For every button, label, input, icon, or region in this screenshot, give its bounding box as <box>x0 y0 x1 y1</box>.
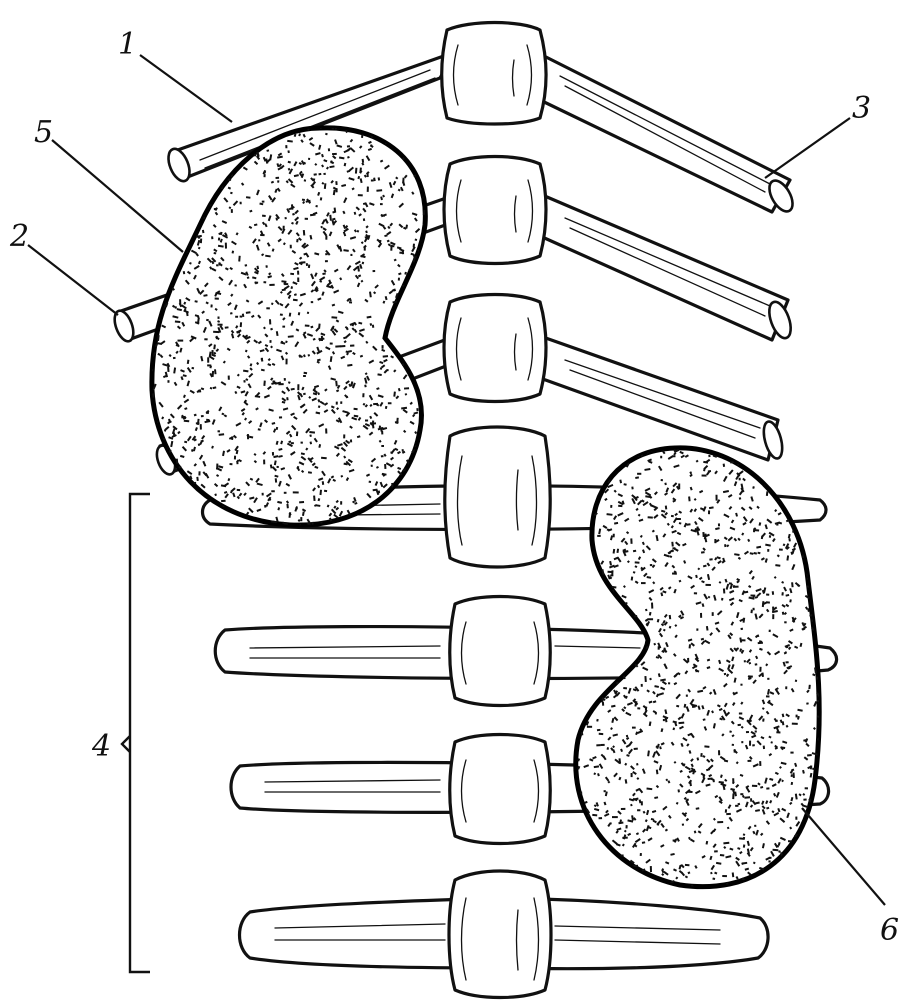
vertebra-7 <box>449 871 551 998</box>
callout-5: 5 <box>34 115 183 252</box>
vertebra-1 <box>442 23 546 125</box>
vertebra-6 <box>450 735 551 844</box>
vertebra-3 <box>444 295 546 402</box>
callout-3: 3 <box>765 91 871 178</box>
label-5: 5 <box>34 115 53 150</box>
rib-right-upper <box>540 54 797 215</box>
label-2: 2 <box>9 219 29 254</box>
vertebra-4 <box>445 427 551 567</box>
label-4: 4 <box>91 729 111 764</box>
label-6: 6 <box>880 913 899 948</box>
kidney-left <box>145 123 431 535</box>
vertebra-2 <box>444 157 546 264</box>
label-1: 1 <box>118 27 137 62</box>
callout-4: 4 <box>91 494 150 972</box>
rib-right-lower <box>540 336 786 460</box>
label-3: 3 <box>852 91 871 126</box>
rib-right-middle <box>540 194 795 341</box>
callout-1: 1 <box>118 27 232 122</box>
callout-2: 2 <box>9 219 118 315</box>
callout-6: 6 <box>802 808 899 948</box>
vertebra-5 <box>450 597 551 706</box>
